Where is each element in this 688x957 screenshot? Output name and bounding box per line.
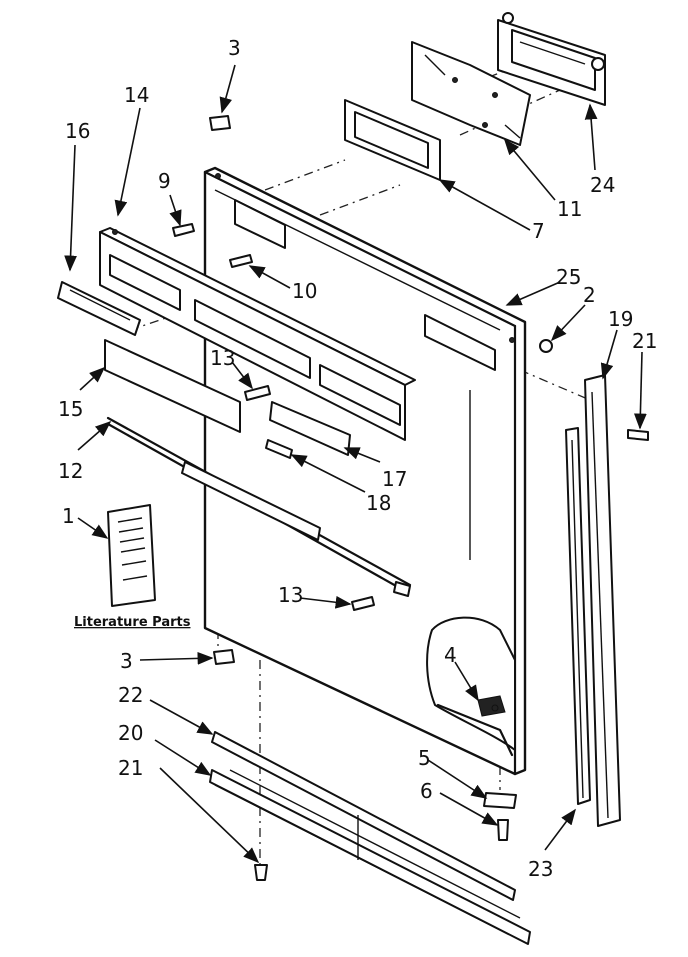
label-13-lower: 13	[278, 583, 303, 607]
screw-10	[229, 254, 253, 268]
screw-13-upper	[244, 385, 271, 401]
literature-card	[107, 504, 156, 607]
screw-13-lower	[351, 596, 375, 611]
part-number-labels: 3 14 16 9 10 13 15 12 17 18 13 1 Literat…	[58, 36, 657, 881]
label-16: 16	[65, 119, 90, 143]
label-5: 5	[418, 746, 431, 770]
label-6: 6	[420, 779, 433, 803]
screw-9	[172, 223, 195, 237]
side-channel	[584, 374, 621, 827]
literature-parts-caption: Literature Parts	[74, 615, 191, 630]
label-14: 14	[124, 83, 149, 107]
small-panel-parts	[57, 281, 412, 593]
label-19: 19	[608, 307, 633, 331]
hinge-cutaway	[426, 616, 516, 757]
right-slot	[424, 314, 496, 371]
baffle-plate	[411, 41, 531, 146]
label-21-right: 21	[632, 329, 657, 353]
label-24: 24	[590, 173, 615, 197]
hardware	[172, 115, 649, 881]
label-20: 20	[118, 721, 143, 745]
label-21-bottom: 21	[118, 756, 143, 780]
leader-lines	[64, 64, 647, 864]
label-15: 15	[58, 397, 83, 421]
screw-6	[497, 819, 509, 841]
switch-clip	[265, 439, 293, 459]
bottom-rails	[209, 731, 531, 945]
label-23: 23	[528, 857, 553, 881]
label-2: 2	[583, 283, 596, 307]
vent-assembly	[344, 12, 606, 181]
side-trim	[565, 374, 621, 827]
label-18: 18	[366, 491, 391, 515]
screw-2	[539, 339, 553, 353]
label-11: 11	[557, 197, 582, 221]
label-12: 12	[58, 459, 83, 483]
screw-21-right	[627, 429, 649, 441]
washer-5	[483, 792, 517, 809]
label-3-bottom: 3	[120, 649, 133, 673]
label-9: 9	[158, 169, 171, 193]
bumper-top	[209, 115, 231, 131]
overlay-strip	[104, 339, 241, 433]
label-25: 25	[556, 265, 581, 289]
label-7: 7	[532, 219, 545, 243]
bottom-rail-lower	[209, 769, 531, 945]
label-1: 1	[62, 504, 75, 528]
upper-slot	[234, 199, 286, 249]
hinge-arm	[477, 695, 506, 717]
label-3-top: 3	[228, 36, 241, 60]
bottom-rail-upper	[211, 731, 516, 901]
label-10: 10	[292, 279, 317, 303]
label-4: 4	[444, 643, 457, 667]
label-22: 22	[118, 683, 143, 707]
label-13-upper: 13	[210, 346, 235, 370]
bumper-bottom	[213, 649, 235, 665]
label-17: 17	[382, 467, 407, 491]
light-lens	[57, 281, 141, 336]
control-panel	[99, 227, 416, 441]
latch-rod	[181, 461, 321, 541]
screw-21-bottom	[254, 864, 268, 881]
